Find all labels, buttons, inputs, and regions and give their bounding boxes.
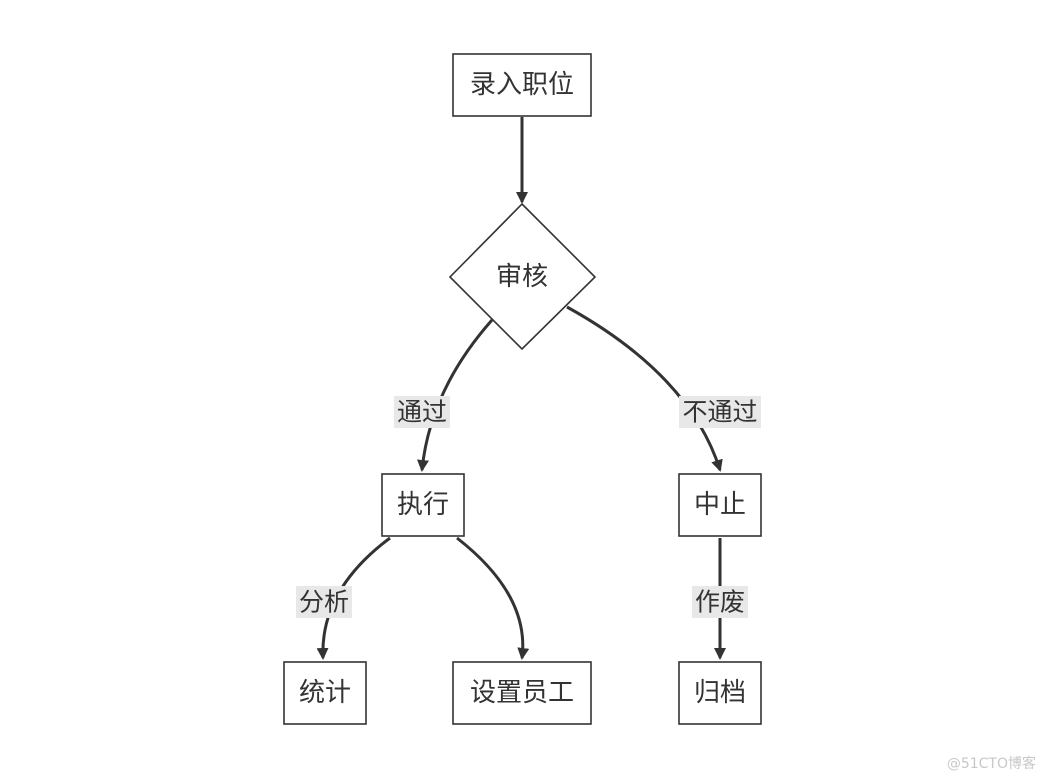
edge-label-analyze-text: 分析 xyxy=(299,588,349,617)
edge-label-fail-text: 不通过 xyxy=(682,398,757,427)
node-suspend-label: 中止 xyxy=(694,490,746,520)
edge-label-fail: 不通过 xyxy=(679,396,761,428)
node-execute-label: 执行 xyxy=(397,490,449,520)
node-set-staff: 设置员工 xyxy=(452,661,592,725)
node-execute: 执行 xyxy=(381,473,465,537)
node-set-staff-label: 设置员工 xyxy=(470,678,574,708)
edge-review-to-execute xyxy=(417,319,494,472)
node-record-position-label: 录入职位 xyxy=(470,70,574,100)
edge-label-void: 作废 xyxy=(692,586,748,618)
node-record-position: 录入职位 xyxy=(452,53,592,117)
node-statistics-label: 统计 xyxy=(299,678,351,708)
edge-label-pass-text: 通过 xyxy=(397,398,447,427)
node-archive: 归档 xyxy=(678,661,762,725)
edge-label-void-text: 作废 xyxy=(695,588,745,617)
node-statistics: 统计 xyxy=(283,661,367,725)
edge-label-analyze: 分析 xyxy=(296,586,352,618)
edge-execute-to-set-staff xyxy=(456,536,530,660)
node-suspend: 中止 xyxy=(678,473,762,537)
edges xyxy=(316,117,726,660)
node-review-label: 审核 xyxy=(496,262,548,292)
edge-label-pass: 通过 xyxy=(394,396,450,428)
edge-review-to-suspend xyxy=(566,305,723,472)
watermark-text: @51CTO博客 xyxy=(947,755,1036,772)
node-review: 审核 xyxy=(448,202,597,351)
node-archive-label: 归档 xyxy=(694,678,746,708)
